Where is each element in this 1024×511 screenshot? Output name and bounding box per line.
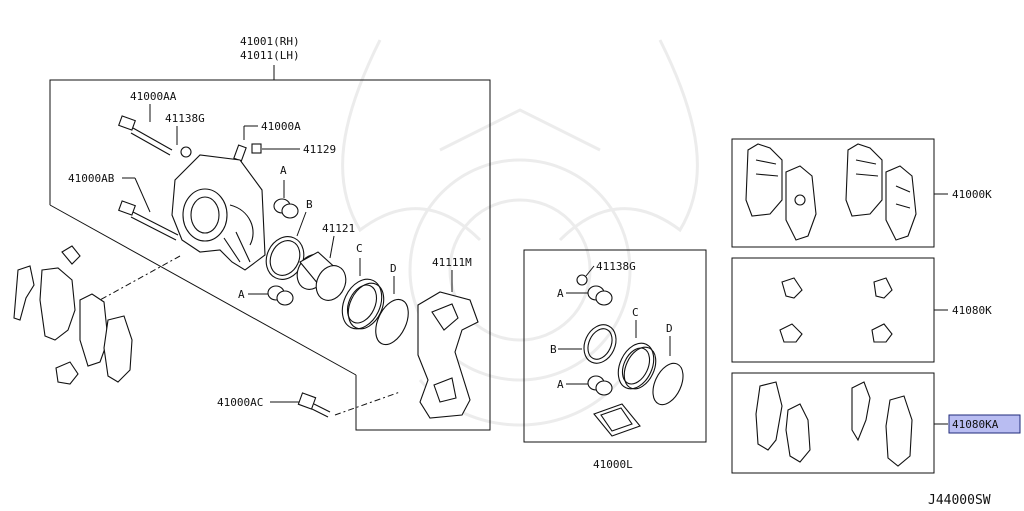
label-A-lower: A (238, 288, 245, 301)
kit-grease-packet (593, 403, 641, 437)
pads-box (731, 138, 935, 248)
bleeder-screw-41000A (233, 144, 247, 162)
kit-piston-seal-B (583, 324, 617, 364)
watermark-emblem (341, 39, 699, 427)
bolt-41000AB (118, 200, 179, 241)
clips-box (731, 257, 935, 363)
bolt-41000AA (118, 115, 173, 156)
shims-box (731, 372, 935, 474)
kit-label-D: D (666, 322, 673, 335)
kit-label-C: C (632, 306, 639, 319)
label-41121: 41121 (322, 222, 355, 235)
kit-label-A-lower: A (557, 378, 564, 391)
dust-boot-C (341, 278, 385, 330)
label-41080KA: 41080KA (952, 418, 999, 431)
part-41129 (251, 143, 262, 154)
shims-41080KA-drawing (755, 381, 913, 467)
label-41000A: 41000A (261, 120, 301, 133)
label-41000AA: 41000AA (130, 90, 177, 103)
highlight-41080KA[interactable] (948, 414, 1021, 434)
kit-label-B: B (550, 343, 557, 356)
caliper-rh-label: 41001(RH) (240, 35, 300, 48)
piston-41121 (296, 251, 347, 301)
diagram-code: J44000SW (928, 493, 991, 508)
label-41138G: 41138G (165, 112, 205, 125)
seal-kit-frame (523, 249, 707, 443)
caliper-assembly-frame (49, 65, 491, 431)
label-41111M: 41111M (432, 256, 472, 269)
ring-D (375, 298, 409, 346)
bolt-41000AC (297, 392, 331, 418)
label-41000AC: 41000AC (217, 396, 263, 409)
pin-boot-A-lower (267, 285, 294, 306)
label-41080K: 41080K (952, 304, 992, 317)
caliper-lh-label: 41011(LH) (240, 49, 300, 62)
bracket-41111M (417, 291, 479, 419)
kit-dust-boot-C (617, 342, 657, 390)
label-41000AB: 41000AB (68, 172, 115, 185)
kit-name-41000L: 41000L (593, 458, 633, 471)
bleeder-cap-41138G (180, 146, 192, 158)
label-C: C (356, 242, 363, 255)
caliper-body (171, 154, 266, 271)
label-D: D (390, 262, 397, 275)
kit-bleeder-cap (576, 274, 588, 286)
kit-ring-D (652, 362, 684, 406)
kit-label-A-top: A (557, 287, 564, 300)
kit-label-41138G: 41138G (596, 260, 636, 273)
label-B: B (306, 198, 313, 211)
pin-boot-A-top (273, 198, 299, 219)
clips-41080K-drawing (779, 277, 893, 343)
label-41129: 41129 (303, 143, 336, 156)
kit-pin-boot-A-lower (587, 375, 613, 396)
kit-pin-boot-A-top (587, 285, 613, 306)
label-A-top: A (280, 164, 287, 177)
left-pads-group (13, 245, 133, 385)
label-41000K: 41000K (952, 188, 992, 201)
pads-41000K-drawing (745, 143, 917, 241)
